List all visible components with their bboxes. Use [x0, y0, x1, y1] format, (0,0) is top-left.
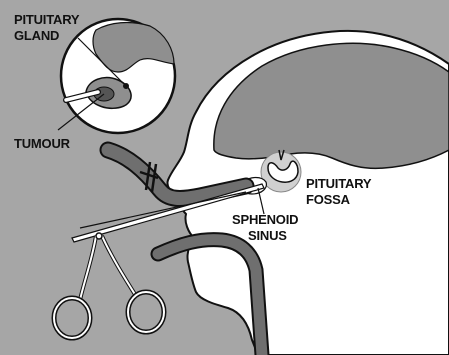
label-pituitary-gland-line1: PITUITARY: [14, 12, 80, 27]
label-pituitary-fossa-line2: FOSSA: [306, 192, 351, 207]
forceps-pivot: [96, 233, 102, 239]
label-sphenoid-sinus-line1: SPHENOID: [232, 212, 298, 227]
label-sphenoid-sinus-line2: SINUS: [248, 228, 287, 243]
label-pituitary-gland-line2: GLAND: [14, 28, 59, 43]
label-tumour: TUMOUR: [14, 136, 71, 151]
label-pituitary-fossa-line1: PITUITARY: [306, 176, 372, 191]
